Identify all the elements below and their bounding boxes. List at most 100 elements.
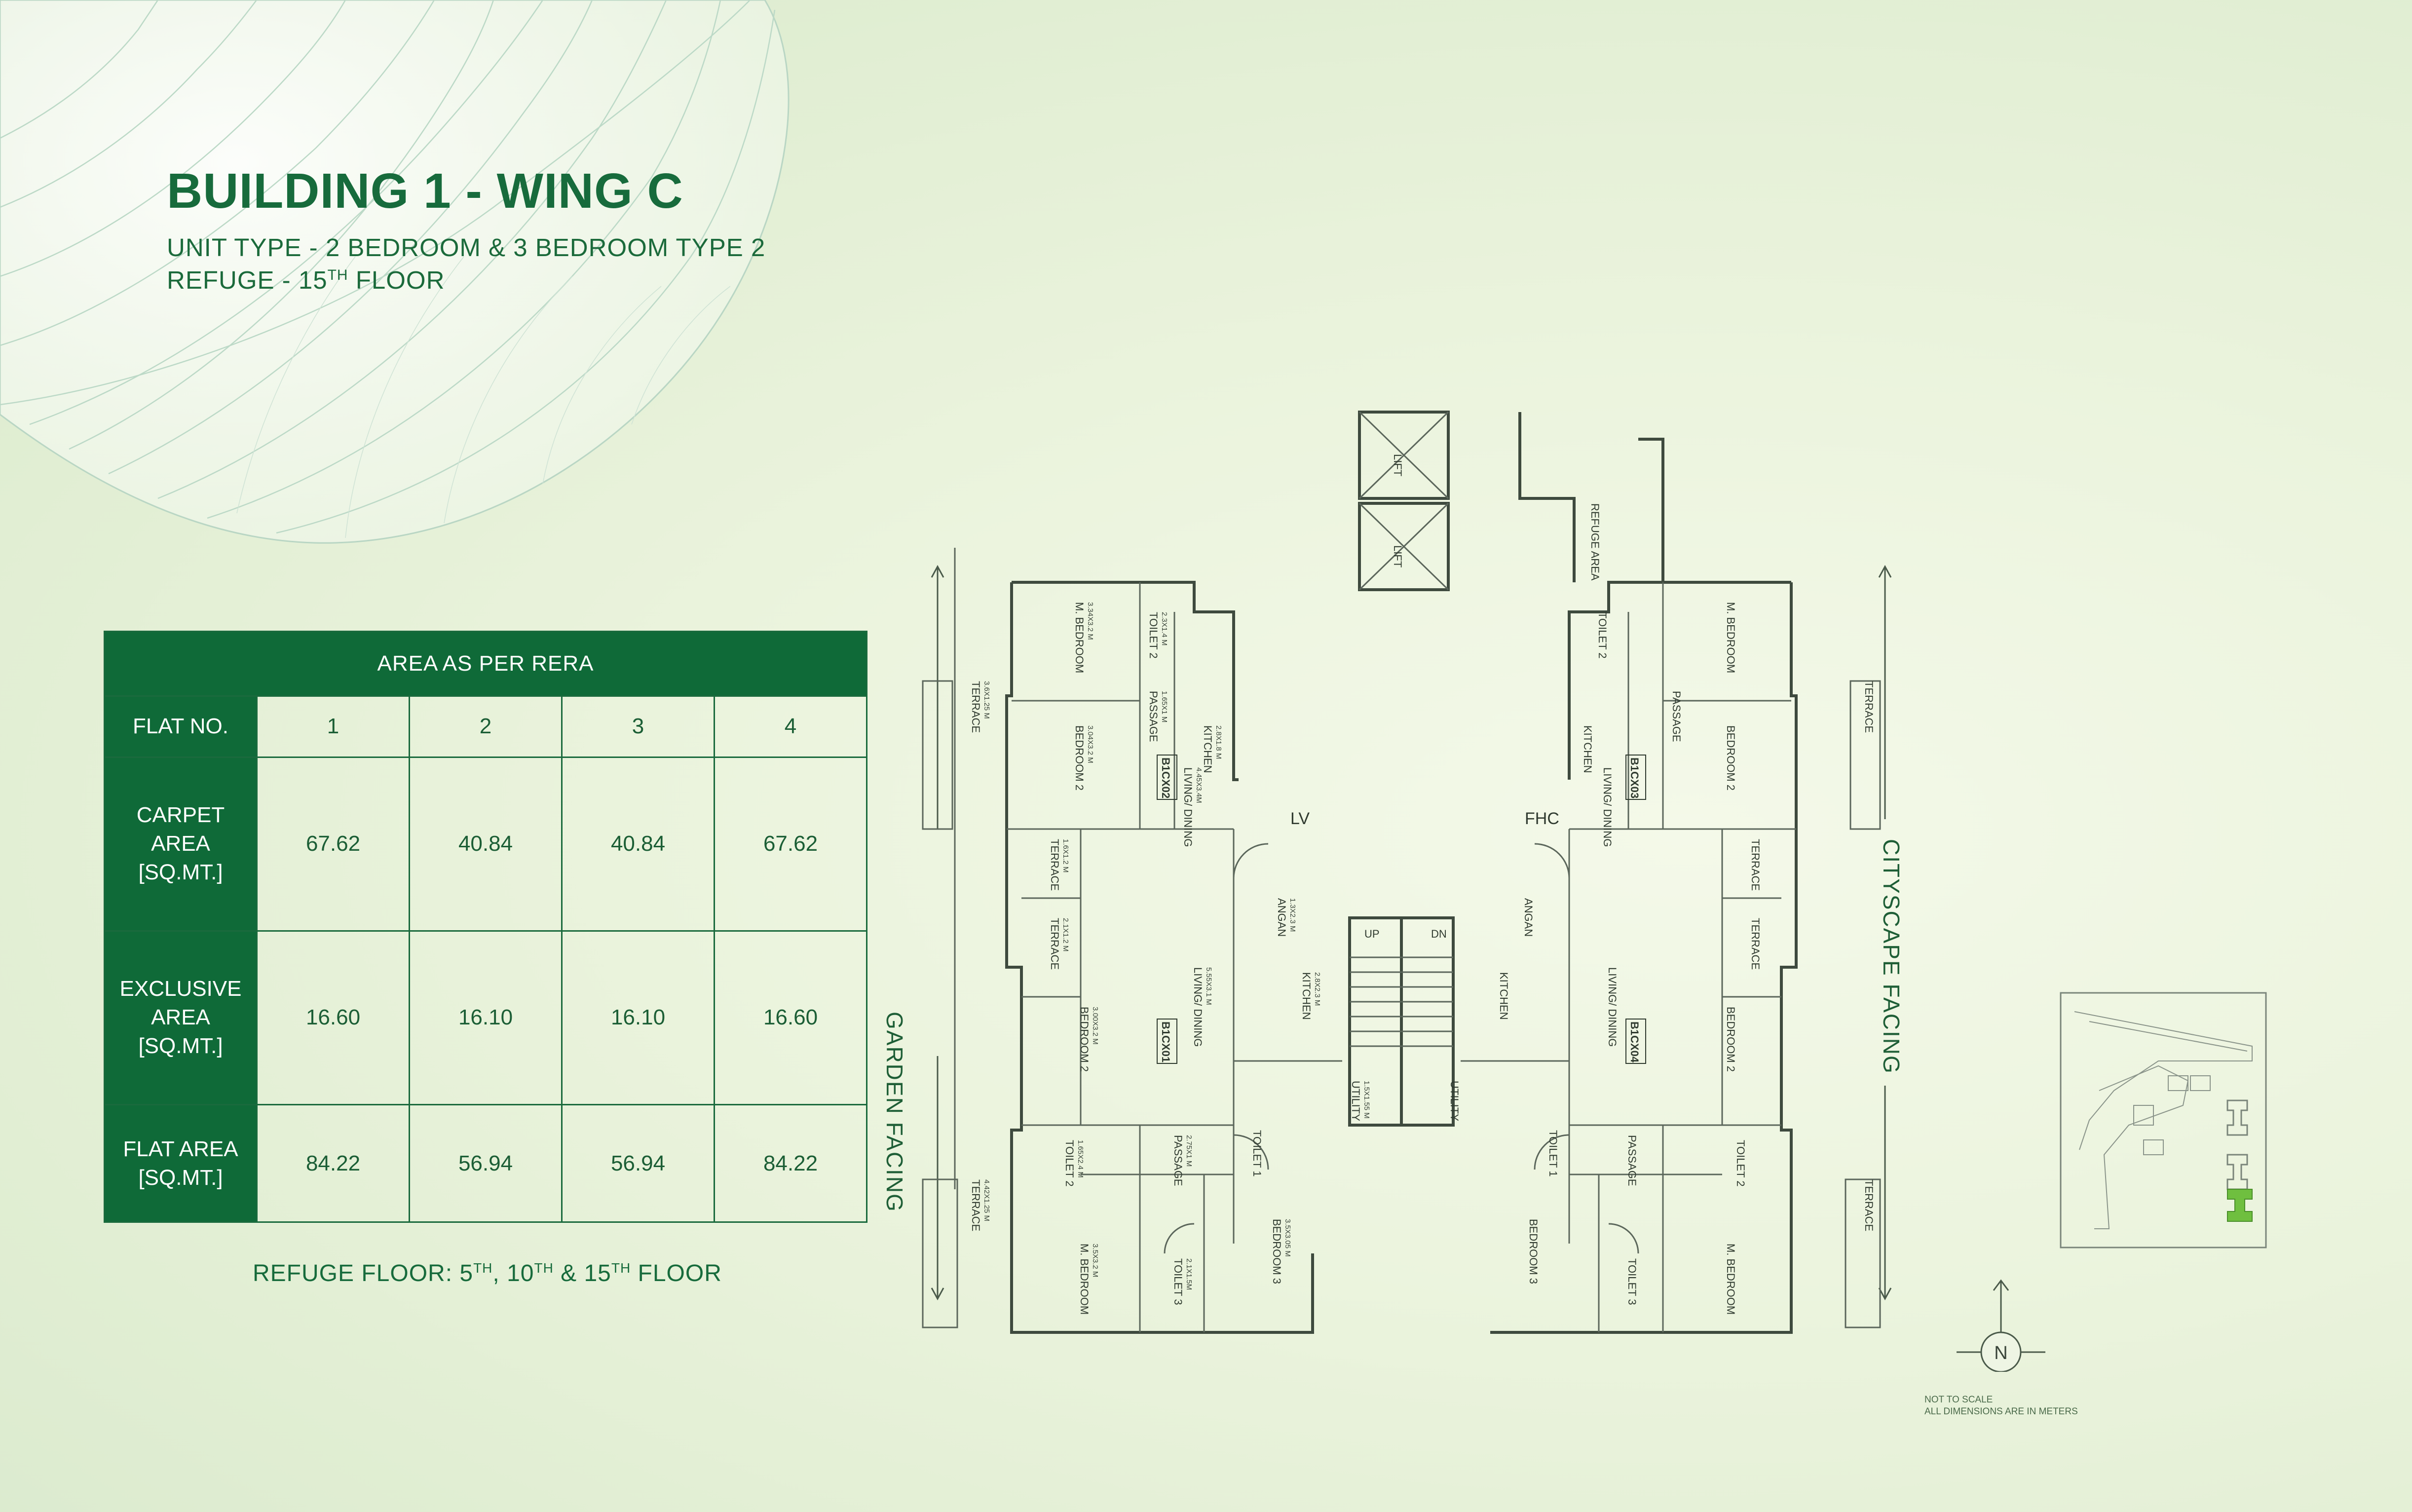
carpet-area-value: 67.62 (714, 756, 867, 932)
flat-area-label: FLAT AREA[SQ.MT.] (104, 1104, 258, 1223)
toilet-3-label: TOILET 3 (1626, 1258, 1638, 1305)
leaf-illustration (0, 0, 790, 544)
lv-label: LV (1290, 809, 1310, 828)
bedroom-2-label: BEDROOM 2 (1725, 1007, 1737, 1072)
flat-code: B1CX03 (1628, 757, 1641, 798)
carpet-area-value: 40.84 (561, 756, 715, 932)
passage-label: PASSAGE (1172, 1135, 1184, 1186)
terrace-label: TERRACE (1749, 918, 1762, 970)
m-bedroom-label: M. BEDROOM (1725, 602, 1737, 673)
kitchen-label: KITCHEN (1300, 972, 1313, 1020)
dimension-label: 1.65X1 M (1160, 691, 1168, 722)
table-row: FLAT NO. 1 2 3 4 (104, 695, 867, 758)
garden-facing-label: GARDEN FACING (882, 1012, 907, 1212)
refuge-area-label: REFUGE AREA (1589, 503, 1601, 581)
page-title: BUILDING 1 - WING C (167, 163, 683, 219)
toilet-2-label: TOILET 2 (1596, 612, 1609, 659)
flat-number: 3 (561, 695, 715, 758)
flat-area-value: 56.94 (409, 1104, 563, 1223)
passage-label: PASSAGE (1626, 1135, 1638, 1186)
north-arrow-icon: N (1957, 1279, 2045, 1372)
table-row: FLAT AREA[SQ.MT.] 84.22 56.94 56.94 84.2… (104, 1104, 867, 1223)
dimension-label: 1.65X2.4 M (1076, 1140, 1085, 1178)
dimension-label: 3.5X3.05 M (1283, 1219, 1292, 1257)
dimension-label: 2.8X2.3 M (1313, 972, 1321, 1006)
angan-label: ANGAN (1276, 898, 1288, 937)
terrace-label: TERRACE (1749, 839, 1762, 891)
dimension-label: 3.00X3.2 M (1091, 1007, 1099, 1045)
carpet-area-value: 40.84 (409, 756, 563, 932)
toilet-2-label: TOILET 2 (1063, 1140, 1076, 1187)
rera-area-table: AREA AS PER RERA FLAT NO. 1 2 3 4 CARPET… (104, 631, 867, 1223)
terrace-label: TERRACE (1049, 918, 1061, 970)
terrace-label: TERRACE (1863, 1179, 1875, 1231)
terrace-label: TERRACE (970, 681, 982, 733)
table-heading-row: AREA AS PER RERA (104, 631, 867, 697)
dimension-label: 1.5X1.55 M (1362, 1081, 1371, 1119)
bedroom-3-label: BEDROOM 3 (1271, 1219, 1283, 1284)
table-row: CARPET AREA[SQ.MT.] 67.62 40.84 40.84 67… (104, 756, 867, 932)
living-dining-label: LIVING/ DINING (1192, 967, 1204, 1047)
flat-area-value: 84.22 (714, 1104, 867, 1223)
dimension-label: 2.75X1 M (1185, 1135, 1193, 1167)
refuge-floor-note: REFUGE FLOOR: 5TH, 10TH & 15TH FLOOR (253, 1260, 722, 1286)
m-bedroom-label: M. BEDROOM (1078, 1244, 1091, 1315)
dimension-label: 3.5X3.2 M (1091, 1244, 1099, 1277)
bedroom-2-label: BEDROOM 2 (1078, 1007, 1091, 1072)
flat-area-value: 56.94 (561, 1104, 715, 1223)
m-bedroom-label: M. BEDROOM (1725, 1244, 1737, 1315)
exclusive-area-value: 16.60 (256, 930, 410, 1106)
scale-notes: NOT TO SCALE ALL DIMENSIONS ARE IN METER… (1924, 1394, 2078, 1418)
flat-area-value: 84.22 (256, 1104, 410, 1223)
dimensions-note: ALL DIMENSIONS ARE IN METERS (1924, 1406, 2078, 1417)
angan-label: ANGAN (1522, 898, 1535, 937)
flat-code: B1CX01 (1160, 1021, 1172, 1062)
passage-label: PASSAGE (1670, 691, 1683, 742)
bedroom-3-label: BEDROOM 3 (1527, 1219, 1540, 1284)
terrace-label: TERRACE (1863, 681, 1875, 733)
exclusive-area-label: EXCLUSIVE AREA[SQ.MT.] (104, 930, 258, 1106)
table-row: EXCLUSIVE AREA[SQ.MT.] 16.60 16.10 16.10… (104, 930, 867, 1106)
kitchen-label: KITCHEN (1498, 972, 1510, 1020)
living-dining-label: LIVING/ DINING (1606, 967, 1619, 1047)
flat-number: 1 (256, 695, 410, 758)
cityscape-facing-arrow (1878, 565, 1892, 1301)
stair-up-label: UP (1364, 928, 1380, 940)
dimension-label: 2.1X1.5M (1185, 1258, 1193, 1290)
dimension-label: 4.45X3.4M (1195, 767, 1203, 803)
utility-label: UTILITY (1350, 1081, 1362, 1121)
kitchen-label: KITCHEN (1202, 725, 1214, 773)
dimension-label: 5.55X3.1 M (1205, 967, 1213, 1005)
bedroom-2-label: BEDROOM 2 (1725, 725, 1737, 791)
dimension-label: 1.6X1.2 M (1061, 839, 1070, 872)
passage-label: PASSAGE (1147, 691, 1160, 742)
lift-label: LIFT (1392, 454, 1404, 476)
north-label: N (1994, 1343, 2007, 1363)
garden-facing-arrow (931, 565, 944, 1301)
lift-label: LIFT (1392, 545, 1404, 567)
bedroom-2-label: BEDROOM 2 (1073, 725, 1086, 791)
flat-number: 2 (409, 695, 563, 758)
carpet-area-value: 67.62 (256, 756, 410, 932)
not-to-scale-note: NOT TO SCALE (1924, 1395, 1993, 1405)
kitchen-label: KITCHEN (1582, 725, 1594, 773)
dimension-label: 3.34X3.2 M (1086, 602, 1094, 640)
fhc-label: FHC (1525, 809, 1559, 828)
dimension-label: 4.42X1.25 M (982, 1179, 991, 1221)
living-dining-label: LIVING/ DINING (1601, 767, 1614, 847)
terrace-label: TERRACE (1049, 839, 1061, 891)
flat-no-label: FLAT NO. (104, 695, 258, 758)
m-bedroom-label: M. BEDROOM (1073, 602, 1086, 673)
exclusive-area-value: 16.60 (714, 930, 867, 1106)
stair-down-label: DN (1431, 928, 1447, 940)
toilet-2-label: TOILET 2 (1734, 1140, 1747, 1187)
toilet-1-label: TOILET 1 (1547, 1130, 1559, 1177)
floor-plan: REFUGE AREA LIFT LIFT LV FHC UP DN M. BE… (922, 411, 1881, 1334)
toilet-3-label: TOILET 3 (1172, 1258, 1184, 1305)
dimension-label: 3.6X1.25 M (982, 681, 991, 719)
dimension-label: 2.8X1.8 M (1214, 725, 1223, 759)
living-dining-label: LIVING/ DINING (1182, 767, 1194, 847)
dimension-label: 2.1X1.2 M (1061, 918, 1070, 951)
dimension-label: 1.3X2.3 M (1288, 898, 1297, 932)
terrace-label: TERRACE (970, 1179, 982, 1231)
